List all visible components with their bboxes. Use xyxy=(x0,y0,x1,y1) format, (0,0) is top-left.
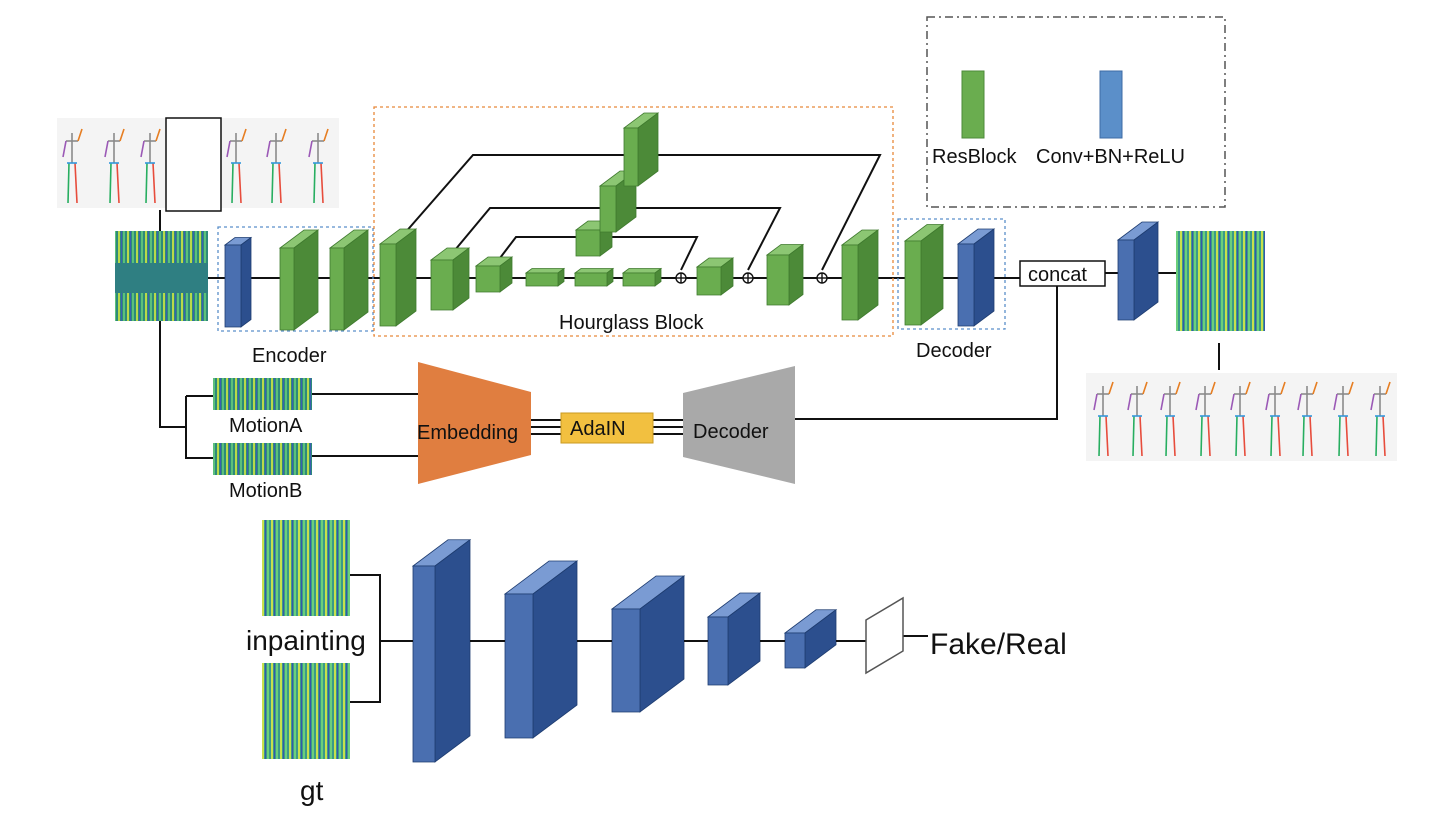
input-skeleton-6 xyxy=(308,128,329,204)
decoder-bottom-module xyxy=(683,366,795,484)
input-skeleton-1 xyxy=(62,128,83,204)
decoder-resblock xyxy=(903,223,945,326)
output-skeleton-6 xyxy=(1265,381,1286,457)
motion-a-heatmap xyxy=(213,378,312,410)
input-motion-heatmap xyxy=(115,231,208,321)
concat-node xyxy=(1019,260,1106,287)
embedding-module xyxy=(418,362,531,484)
hourglass-up-block-1 xyxy=(695,257,735,296)
sum-nodes xyxy=(675,272,828,284)
output-skeleton-strip xyxy=(1086,373,1397,461)
hourglass-block-1 xyxy=(378,228,418,327)
input-skeleton-2 xyxy=(104,128,125,204)
gt-label: gt xyxy=(300,775,324,806)
output-motion-heatmap xyxy=(1176,231,1265,331)
decoder-conv-block xyxy=(956,228,996,327)
decoder-top-label: Decoder xyxy=(916,340,992,362)
input-skeleton-5 xyxy=(266,128,287,204)
decoder-bottom-label: Decoder xyxy=(693,421,769,443)
legend-resblock-label: ResBlock xyxy=(932,146,1017,168)
adain-label: AdaIN xyxy=(570,418,626,440)
output-skeleton-4 xyxy=(1195,381,1216,457)
inpainting-label: inpainting xyxy=(246,625,366,656)
output-skeleton-5 xyxy=(1230,381,1251,457)
encoder-resblock-2 xyxy=(328,229,370,331)
motion-b-label: MotionB xyxy=(229,480,302,502)
disc-conv-3 xyxy=(610,575,686,713)
hourglass-branch-block-3 xyxy=(622,112,660,187)
gt-heatmap xyxy=(262,663,350,759)
legend-box: ResBlock Conv+BN+ReLU xyxy=(926,16,1226,208)
adain-module xyxy=(560,412,654,444)
input-skeleton-4 xyxy=(226,128,247,204)
masked-frame-box xyxy=(165,117,222,212)
encoder-resblock-1 xyxy=(278,229,320,331)
legend-resblock-swatch xyxy=(961,70,985,139)
hourglass-bottleneck-1 xyxy=(524,267,566,287)
hourglass-bottleneck-2 xyxy=(573,267,615,287)
disc-conv-2 xyxy=(503,560,579,739)
hourglass-box xyxy=(373,106,894,337)
motion-a-label: MotionA xyxy=(229,415,303,437)
output-skeleton-7 xyxy=(1297,381,1318,457)
hourglass-block-2 xyxy=(429,247,471,311)
inpainting-heatmap xyxy=(262,520,350,616)
output-skeleton-3 xyxy=(1160,381,1181,457)
hourglass-block-3 xyxy=(474,256,514,293)
fake-real-label: Fake/Real xyxy=(930,628,1067,661)
hourglass-up-block-2 xyxy=(765,243,805,306)
disc-conv-5 xyxy=(783,608,838,669)
disc-conv-4 xyxy=(706,592,762,686)
hourglass-bottleneck-3 xyxy=(621,267,663,287)
embedding-label: Embedding xyxy=(417,422,518,444)
decoder-top-box xyxy=(897,218,1006,330)
legend-conv-label: Conv+BN+ReLU xyxy=(1036,146,1185,168)
output-score-node xyxy=(865,596,904,675)
encoder-box xyxy=(217,226,374,332)
legend-conv-swatch xyxy=(1099,70,1123,139)
output-skeleton-8 xyxy=(1333,381,1354,457)
output-skeleton-2 xyxy=(1127,381,1148,457)
motion-b-heatmap xyxy=(213,443,312,475)
output-skeleton-9 xyxy=(1370,381,1391,457)
hourglass-up-block-3 xyxy=(840,229,880,321)
disc-conv-1 xyxy=(411,538,472,763)
output-conv-block xyxy=(1116,221,1160,321)
input-skeleton-3 xyxy=(140,128,161,204)
encoder-label: Encoder xyxy=(252,345,327,367)
concat-label: concat xyxy=(1028,264,1087,286)
encoder-conv-block xyxy=(223,236,253,328)
input-skeleton-strip xyxy=(57,117,339,212)
hourglass-label: Hourglass Block xyxy=(559,312,705,334)
output-skeleton-1 xyxy=(1093,381,1114,457)
